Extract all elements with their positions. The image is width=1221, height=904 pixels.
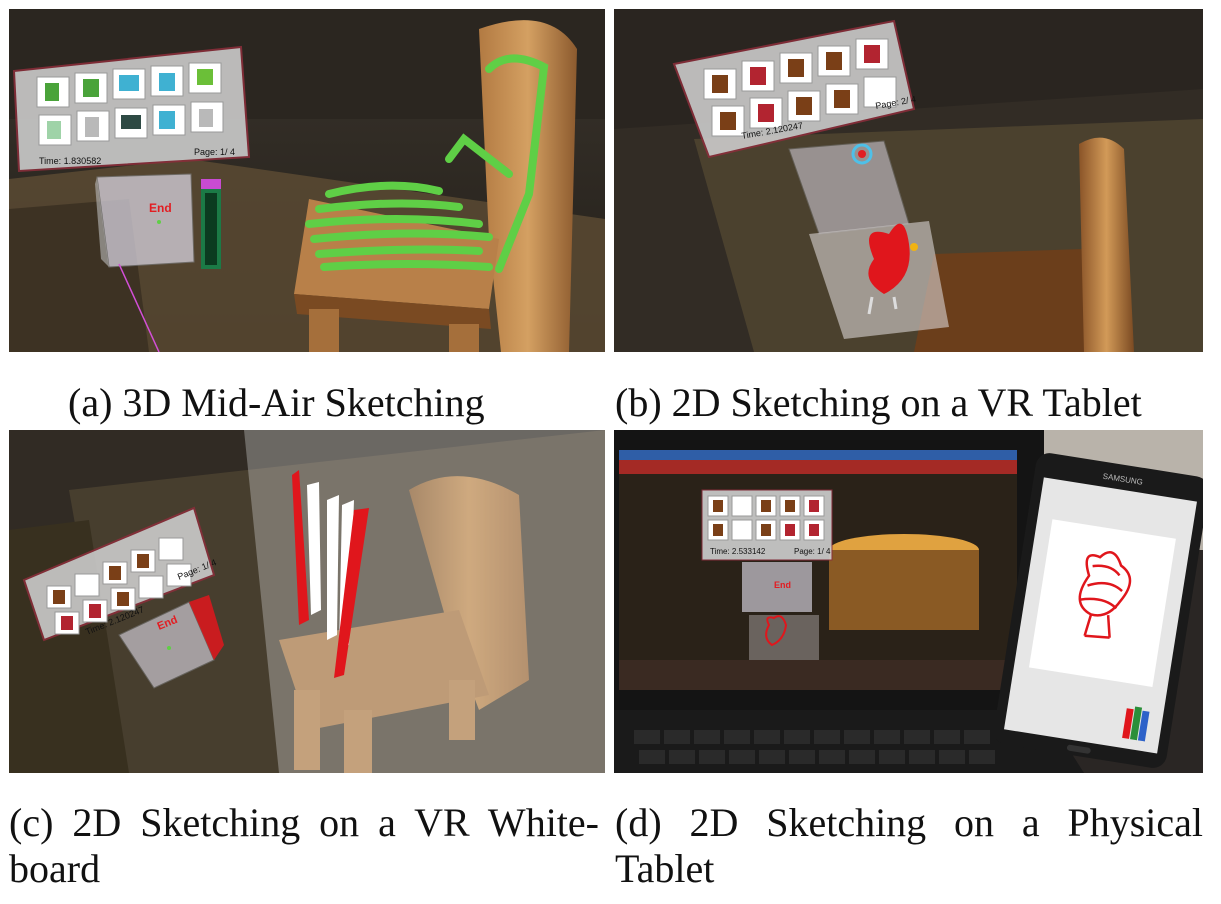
model-menu-panel: Time: 2.533142 Page: 1/ 4 [701,489,833,561]
panel-d-scene: Time: 2.533142 Page: 1/ 4 End SAMSUNG [614,430,1203,773]
hud-page-d: Page: 1/ 4 [794,547,831,556]
caption-a: (a) 3D Mid-Air Sketching [68,380,485,425]
pencil-tool-icons [1122,706,1150,742]
panel-d-image: Time: 2.533142 Page: 1/ 4 End SAMSUNG [614,430,1203,773]
caption-d-line1: (d) 2D Sketching on a Physical [615,800,1203,845]
panel-c-scene: Time: 2.120247 Page: 1/ 4 End [9,430,605,773]
panel-a-image: Time: 1.830582 Page: 1/ 4 End [9,9,605,352]
panel-c-image: Time: 2.120247 Page: 1/ 4 End [9,430,605,773]
caption-d: (d) 2D Sketching on a Physical Tablet [615,800,1203,892]
panel-a-scene: Time: 1.830582 Page: 1/ 4 End [9,9,605,352]
end-cube: End [95,173,195,268]
caption-c-line1: (c) 2D Sketching on a VR White- [9,800,599,845]
physical-tablet: SAMSUNG [993,453,1203,768]
model-menu-panel: Time: 2.120247 Page: 1/ 4 [22,506,218,642]
whiteboard-sketch-strokes [292,470,369,678]
model-menu-panel: Time: 1.830582 Page: 1/ 4 [12,45,251,173]
end-label-a: End [149,201,172,215]
caption-d-line2: Tablet [615,846,715,891]
end-label-d: End [774,580,791,590]
hud-time-a: Time: 1.830582 [39,156,101,166]
color-palette-strip [201,179,221,269]
hud-page-a: Page: 1/ 4 [194,147,235,157]
green-stroke-sketch [305,54,549,273]
panel-b-scene: Time: 2.120247 Page: 2/ 4 [614,9,1203,352]
model-menu-panel: Time: 2.120247 Page: 2/ 4 [672,19,917,159]
panel-b-image: Time: 2.120247 Page: 2/ 4 [614,9,1203,352]
hud-time-d: Time: 2.533142 [710,547,766,556]
red-heart-sketch [867,223,910,315]
caption-b: (b) 2D Sketching on a VR Tablet [615,380,1142,425]
caption-c-line2: board [9,846,101,891]
caption-c: (c) 2D Sketching on a VR White- board [9,800,599,892]
tablet-red-sketch [1078,551,1132,639]
